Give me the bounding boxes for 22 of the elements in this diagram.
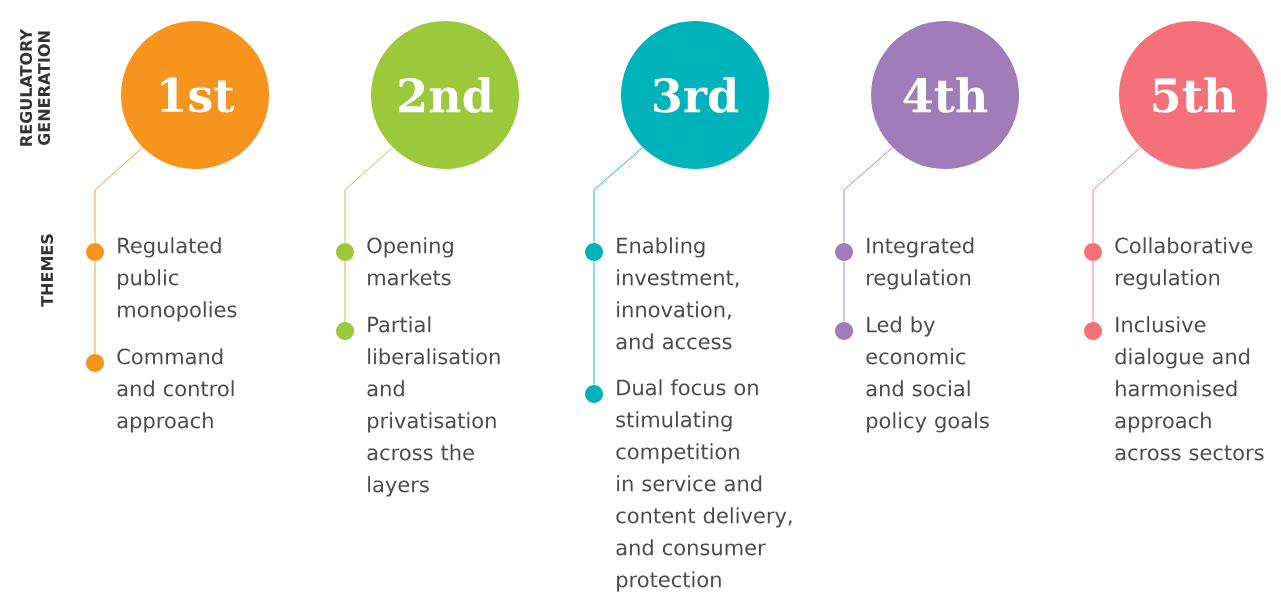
theme-text: Dual focus on stimulating competition in service and content delivery, and consumer protection	[616, 379, 792, 592]
row-heading: REGULATORY GENERATION	[19, 28, 51, 146]
connector-line	[843, 147, 893, 244]
theme-text: Integrated regulation	[867, 237, 974, 290]
theme-text: Inclusive dialogue and harmonised approach across sectors	[1115, 316, 1264, 461]
theme-text: Enabling investment, innovation, and access	[616, 237, 739, 350]
row-heading: THEMES	[40, 234, 54, 307]
connector-line	[1092, 260, 1094, 323]
connector-line	[843, 260, 845, 323]
connector-line	[593, 260, 595, 386]
theme-text: Led by economic and social policy goals	[866, 316, 989, 433]
connector-line	[344, 147, 393, 244]
theme-text: Regulated public monopolies	[118, 237, 237, 322]
theme-text: Partial liberalisation and privatisation across the layers	[367, 316, 500, 497]
theme-text: Opening markets	[367, 237, 453, 286]
connector-line	[1092, 147, 1141, 244]
theme-text: Command and control approach	[117, 348, 234, 433]
connector-line	[94, 147, 143, 244]
theme-text: Collaborative regulation	[1115, 237, 1253, 290]
connector-line	[593, 147, 643, 244]
connector-line	[94, 260, 96, 355]
connector-line	[344, 260, 346, 323]
